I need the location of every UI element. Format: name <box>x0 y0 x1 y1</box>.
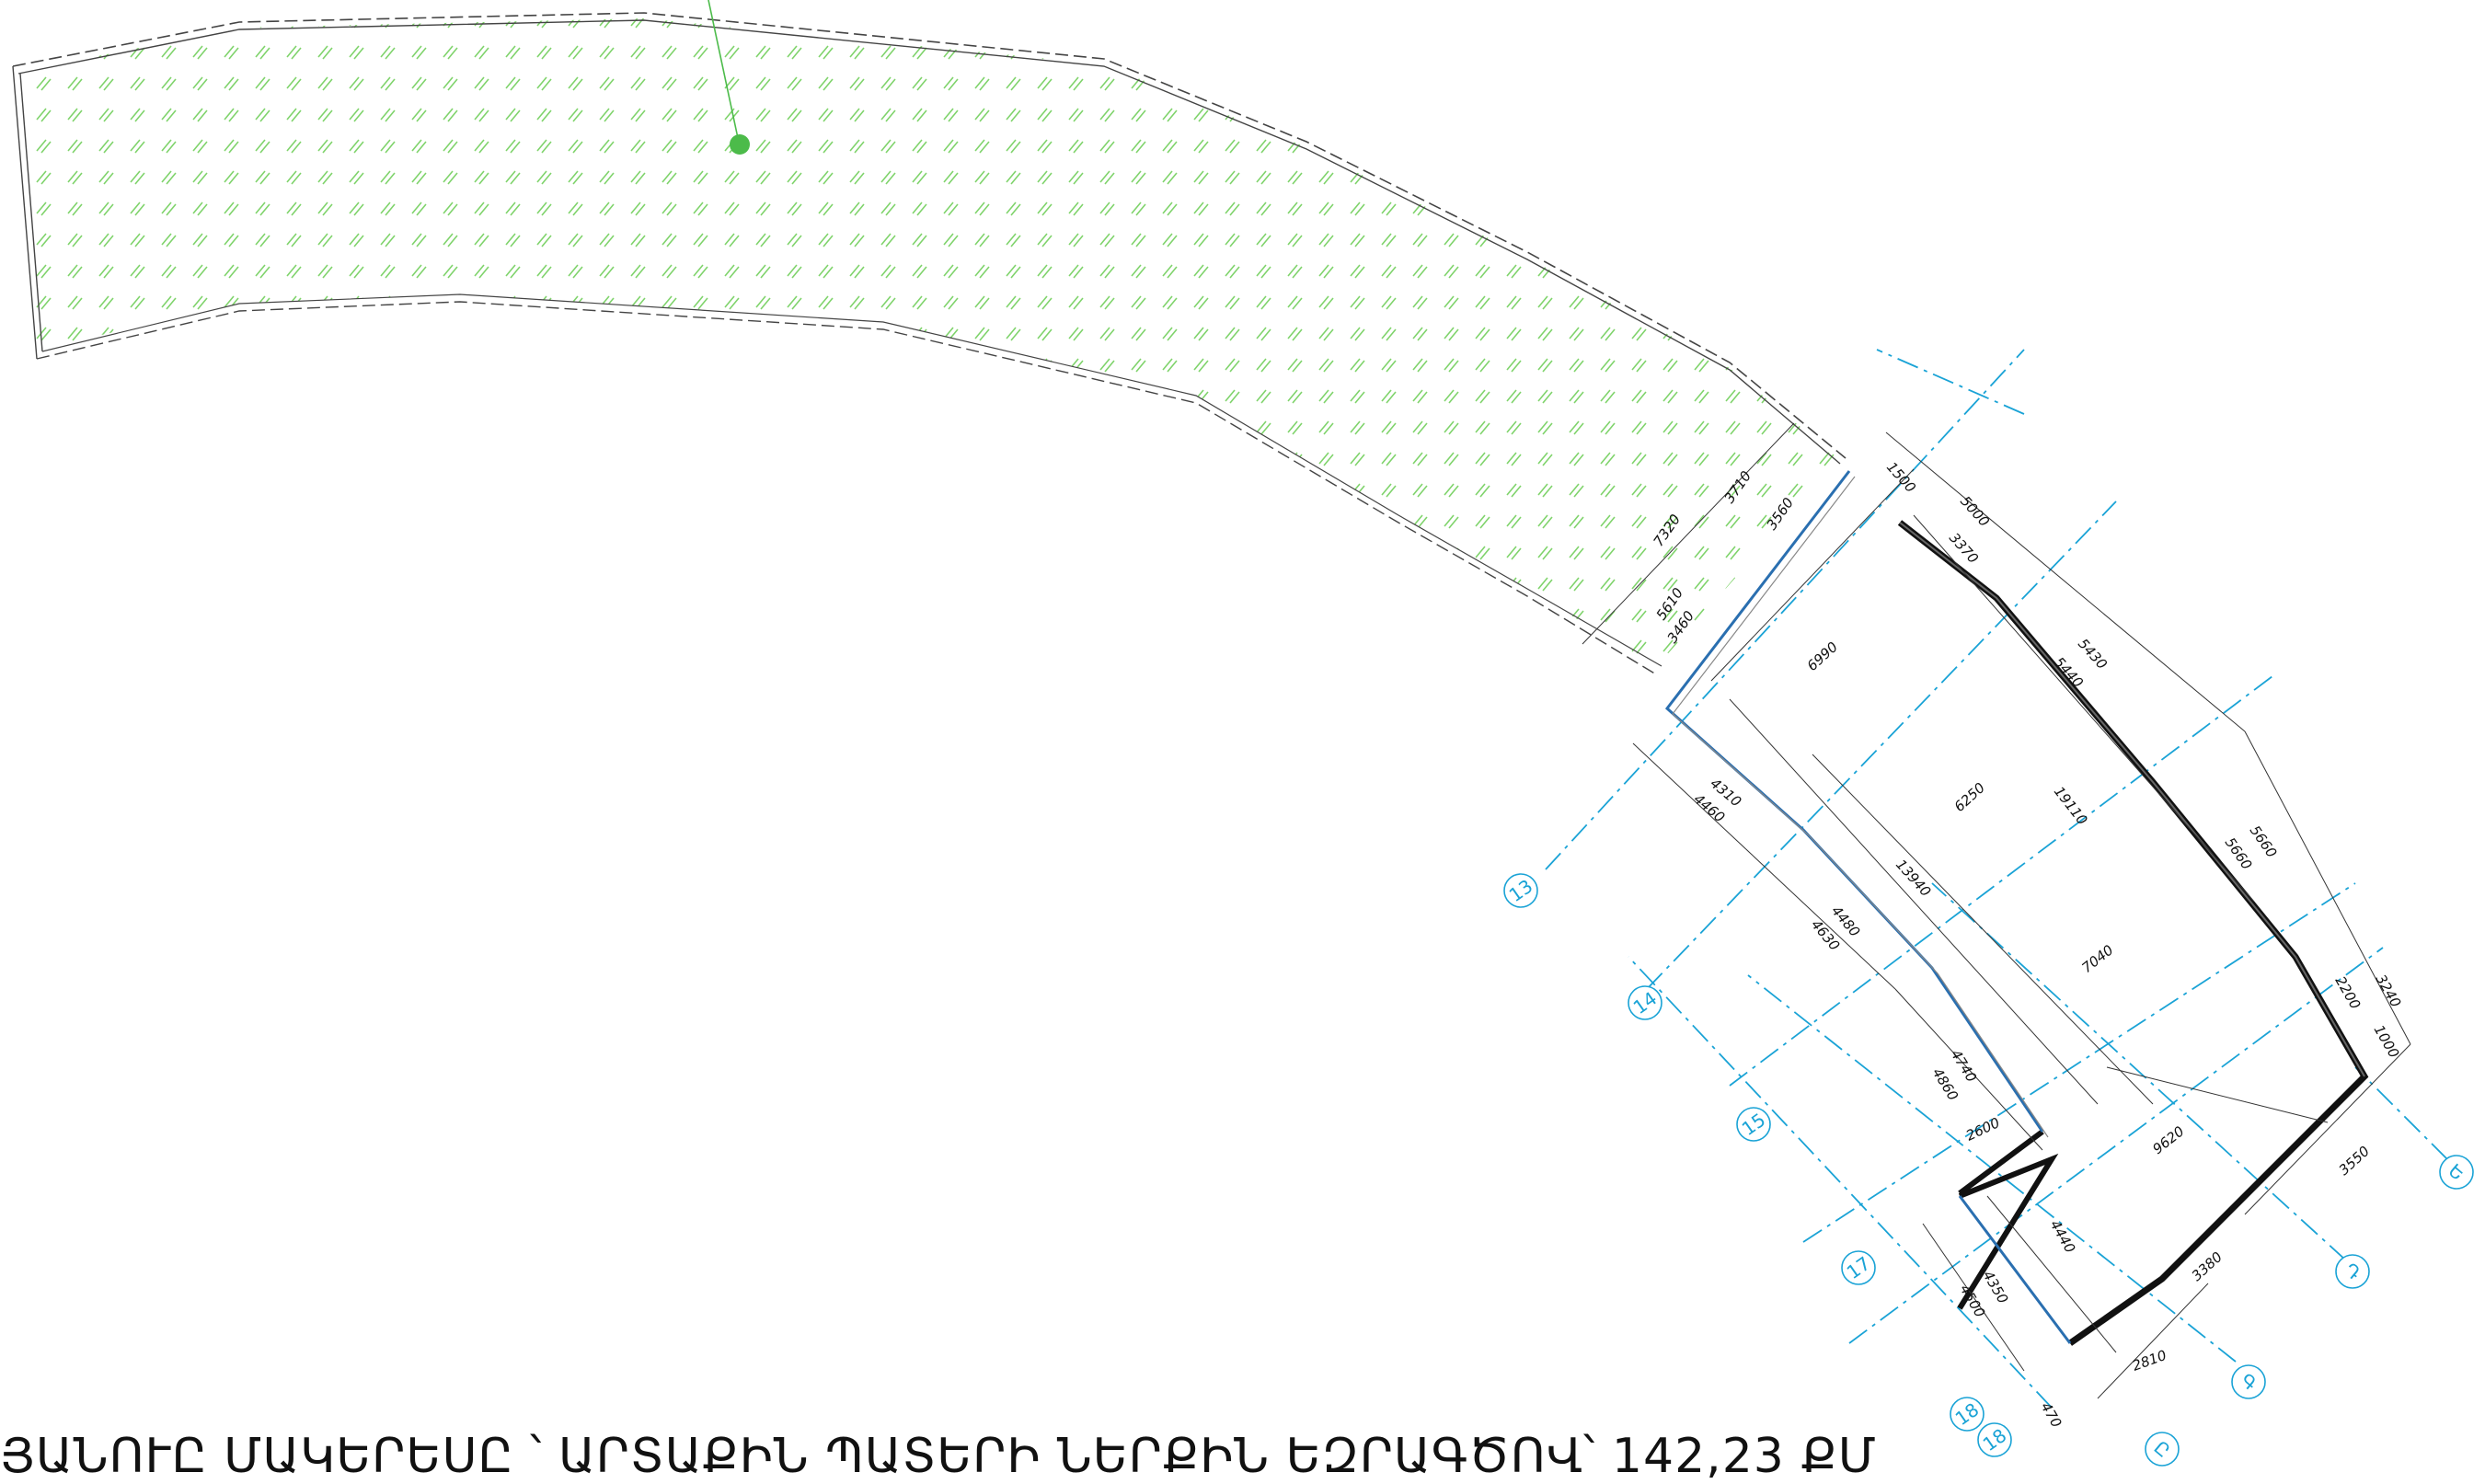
area-marker <box>730 134 750 155</box>
exterior-wall <box>1897 520 2369 1346</box>
dim-label: 5660 <box>2247 823 2281 861</box>
dim-label: 470 <box>2038 1399 2065 1431</box>
dim-label: 3380 <box>2189 1248 2226 1284</box>
axis-labels: 13 14 15 17 18 18 Ը Գ Դ Ե <box>1505 875 2469 1462</box>
dim-label: 2600 <box>1963 1114 2002 1144</box>
terrace-outline-inner <box>36 301 1657 675</box>
glazed-facade-inner <box>1672 476 2049 1138</box>
dim-label: 5430 <box>2075 636 2111 673</box>
dim-label: 5000 <box>1957 493 1993 530</box>
dim-label: 2200 <box>2332 973 2364 1012</box>
dim-label: 4350 <box>1980 1268 2012 1306</box>
area-caption: ՅԱՆՈՒԸ ՄԱԿԵՐԵՍԸ ՝ ԱՐՏԱՔԻՆ ՊԱՏԵՐԻ ՆԵՐՔԻՆ … <box>0 1429 1877 1484</box>
dim-label: 1500 <box>1883 459 1919 496</box>
dim-label: 4440 <box>2047 1217 2079 1256</box>
dimension-lines <box>1582 422 2411 1399</box>
grid-axes <box>1545 349 2448 1409</box>
dim-label: 2810 <box>2130 1347 2169 1375</box>
leader-line <box>708 0 739 139</box>
dim-label: 9620 <box>2149 1122 2187 1157</box>
glazed-facade <box>1664 470 2072 1344</box>
terrace-left-edge <box>12 65 43 360</box>
recess-wall <box>1957 1129 2059 1310</box>
terrace-outline-outer-2 <box>17 19 1841 465</box>
dim-label: 3240 <box>2373 972 2405 1010</box>
terrace-outline-outer <box>12 12 1846 459</box>
terrace-outline-inner-2 <box>41 293 1662 667</box>
dim-label: 1000 <box>2371 1022 2403 1061</box>
dim-label: 5660 <box>2222 834 2256 873</box>
axis-bubbles <box>1503 873 2474 1467</box>
dim-label: 13940 <box>1893 857 1934 901</box>
dim-label: 4860 <box>1929 1065 1962 1104</box>
dim-label: 6250 <box>1951 779 1988 815</box>
dim-label: 19110 <box>2051 783 2091 828</box>
hatched-terrace-area <box>20 18 1840 667</box>
dim-label: 7040 <box>2078 941 2116 976</box>
dim-label: 6990 <box>1804 638 1841 674</box>
dim-label: 3550 <box>2336 1143 2373 1179</box>
